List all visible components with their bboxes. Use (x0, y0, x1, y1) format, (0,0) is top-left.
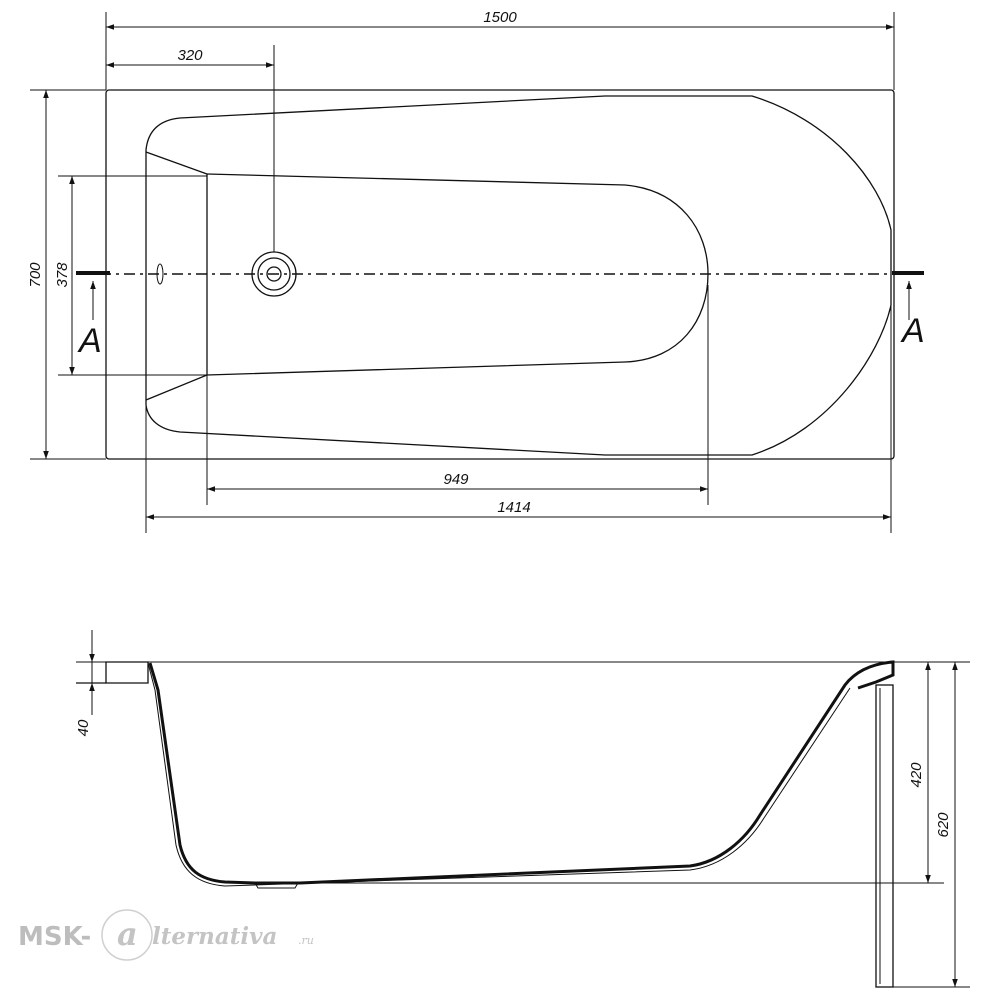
dimension-inner-bottom-length: 949 (206, 285, 709, 505)
svg-text:320: 320 (177, 47, 203, 64)
svg-text:1414: 1414 (497, 499, 530, 516)
svg-text:620: 620 (935, 812, 952, 838)
dimension-inner-depth: 420 (908, 662, 931, 883)
plan-rim-contour (145, 95, 892, 456)
svg-text:1500: 1500 (483, 9, 517, 26)
watermark-logo-letter: a (117, 915, 138, 953)
section-left-rim (105, 661, 149, 684)
watermark-logo-ring (101, 909, 153, 961)
watermark-suffix: lternativa (152, 923, 277, 950)
section-tub-shell (148, 660, 895, 885)
dimension-overall-width: 700 (27, 89, 106, 460)
dimension-rim-thickness: 40 (75, 630, 95, 736)
section-tub-inner-wall (147, 662, 851, 887)
dimension-inner-width: 378 (54, 175, 207, 376)
svg-text:700: 700 (27, 262, 44, 288)
watermark-prefix: MSK- (18, 922, 91, 952)
svg-text:40: 40 (75, 719, 92, 736)
section-label-right: A (900, 312, 925, 350)
dimension-inner-length: 1414 (145, 305, 892, 533)
dimension-overall-height: 620 (935, 662, 958, 987)
section-drain-bump (254, 882, 299, 889)
watermark-domain: .ru (298, 934, 314, 947)
section-label-left: A (77, 322, 102, 360)
watermark-logo: MSK- a lternativa .ru (18, 909, 314, 961)
svg-text:949: 949 (443, 471, 469, 488)
section-view: 40 420 620 (75, 630, 970, 988)
section-support-leg (875, 684, 894, 988)
svg-text:420: 420 (908, 762, 925, 788)
dimension-drain-offset: 320 (106, 45, 275, 252)
dimension-overall-length: 1500 (105, 9, 895, 90)
plan-backrest-upper (145, 151, 208, 175)
svg-text:378: 378 (54, 262, 71, 288)
plan-view: A A 1500 320 700 378 (27, 9, 925, 533)
plan-backrest-lower (145, 374, 208, 401)
